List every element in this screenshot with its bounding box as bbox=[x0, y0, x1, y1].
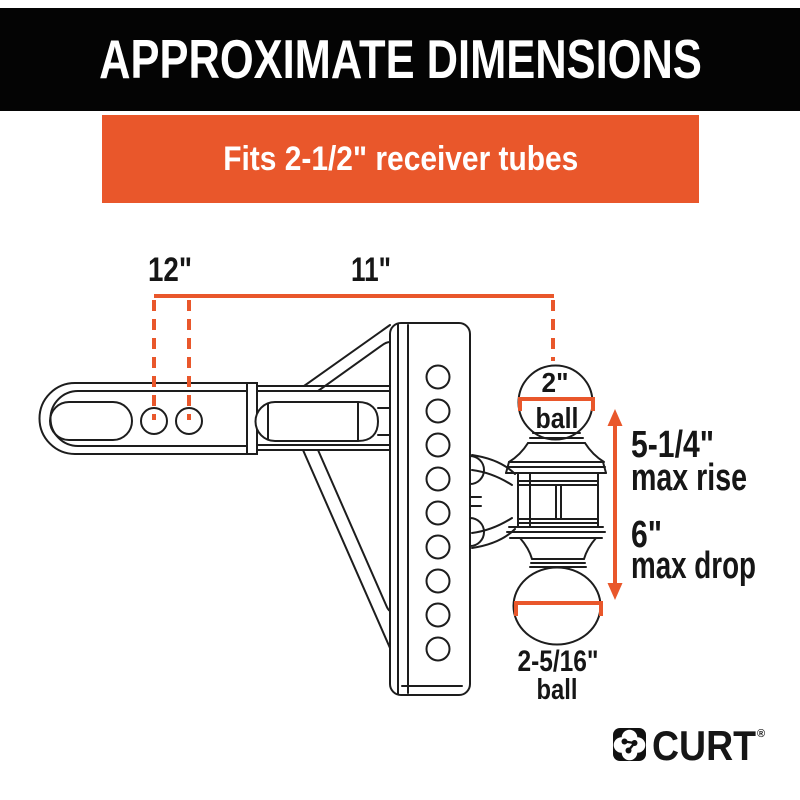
channel-hole bbox=[425, 398, 451, 424]
subtitle-banner: Fits 2-1/2" receiver tubes bbox=[102, 115, 699, 203]
channel-hole bbox=[425, 364, 451, 390]
label-ball-top-word: ball bbox=[536, 403, 579, 435]
ball-2-5-16in bbox=[512, 537, 602, 646]
rise-drop-arrow bbox=[607, 409, 623, 600]
ball-platform bbox=[505, 461, 607, 539]
channel-hole bbox=[425, 534, 451, 560]
curt-wordmark: CURT bbox=[652, 722, 756, 769]
channel-hole bbox=[425, 466, 451, 492]
dimension-line-ball-2-5-16in bbox=[514, 601, 603, 616]
lower-gusset bbox=[302, 449, 391, 649]
upper-gusset bbox=[303, 324, 391, 392]
title-bar: APPROXIMATE DIMENSIONS bbox=[0, 8, 800, 111]
channel-hole bbox=[425, 636, 451, 662]
label-dim-11in: 11" bbox=[351, 251, 391, 289]
label-ball-top-size: 2" bbox=[542, 367, 569, 398]
label-drop: max drop bbox=[631, 545, 756, 587]
channel-hole bbox=[425, 500, 451, 526]
shank bbox=[38, 382, 258, 455]
label-rise-value: 5-1/4" bbox=[631, 424, 714, 466]
dimension-line-top bbox=[152, 294, 555, 420]
channel-hole bbox=[425, 432, 451, 458]
pin-capsule bbox=[254, 401, 391, 442]
channel-hole bbox=[425, 602, 451, 628]
page-title: APPROXIMATE DIMENSIONS bbox=[98, 28, 702, 90]
ball-clamp bbox=[469, 454, 516, 549]
shank-hole bbox=[175, 407, 203, 435]
channel-hole bbox=[425, 568, 451, 594]
label-rise: max rise bbox=[631, 457, 747, 499]
shank-hole bbox=[140, 407, 168, 435]
registered-mark: ® bbox=[757, 728, 765, 740]
label-dim-12in: 12" bbox=[148, 251, 192, 289]
subtitle-text: Fits 2-1/2" receiver tubes bbox=[222, 140, 579, 178]
dimension-line-ball-2in bbox=[518, 397, 595, 411]
shank-slot bbox=[49, 401, 133, 441]
curt-logo: CURT ® bbox=[613, 722, 765, 769]
label-ball-bottom-size: 2-5/16" bbox=[518, 645, 599, 678]
label-drop-value: 6" bbox=[631, 514, 662, 556]
label-ball-bottom-word: ball bbox=[537, 674, 578, 706]
channel-holes bbox=[425, 364, 451, 662]
